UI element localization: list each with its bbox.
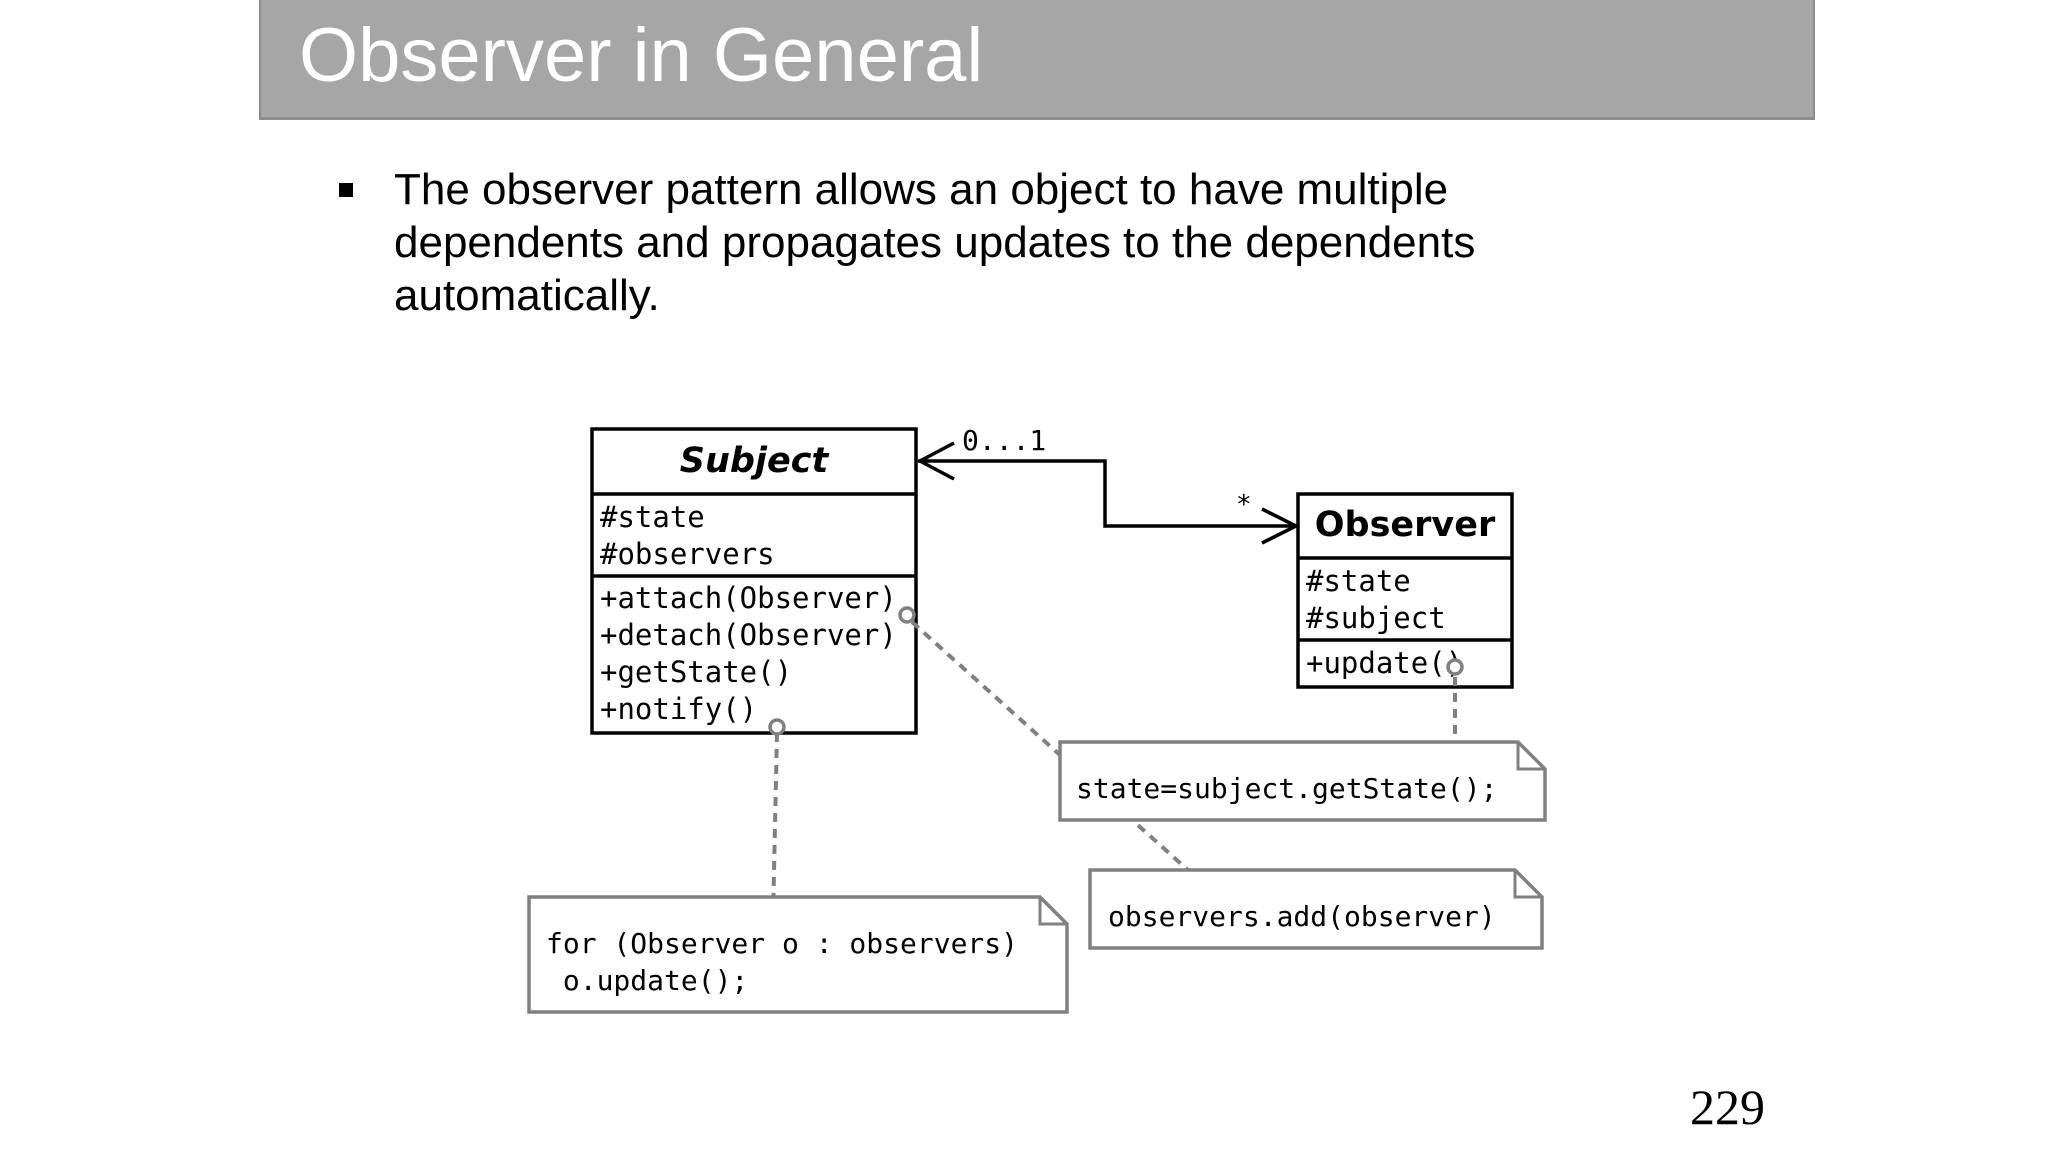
association-line (916, 441, 1300, 545)
page-number: 229 (1690, 1079, 1765, 1135)
observer-attr-subject: #subject (1306, 601, 1446, 635)
bullet-marker (339, 183, 353, 197)
attach-note: observers.add(observer) (1088, 868, 1544, 950)
notify-note-line-2: o.update(); (546, 964, 748, 997)
slide-title: Observer in General (299, 13, 984, 98)
observer-attr-state: #state (1306, 564, 1411, 598)
observer-multiplicity: * (1236, 490, 1252, 520)
observer-op-update: +update() (1306, 646, 1463, 680)
notify-note: for (Observer o : observers) o.update(); (527, 895, 1069, 1014)
observer-class: Observer #state #subject +update() (1296, 492, 1514, 689)
subject-class-name: Subject (680, 441, 830, 481)
update-note: state=subject.getState(); (1058, 740, 1547, 822)
bullet-text: The observer pattern allows an object to… (394, 165, 1476, 320)
observer-class-name: Observer (1315, 505, 1496, 545)
subject-attr-state: #state (600, 500, 705, 534)
attach-anchor (898, 606, 916, 624)
update-note-text: state=subject.getState(); (1076, 772, 1497, 805)
subject-op-detach: +detach(Observer) (600, 618, 897, 652)
subject-op-notify: +notify() (600, 692, 757, 726)
subject-attr-observers: #observers (600, 537, 775, 571)
attach-note-text: observers.add(observer) (1108, 900, 1496, 933)
subject-multiplicity: 0...1 (962, 424, 1046, 457)
notify-note-line-1: for (Observer o : observers) (546, 927, 1018, 960)
title-bar: Observer in General (259, 0, 1815, 120)
subject-op-attach: +attach(Observer) (600, 581, 897, 615)
subject-op-getstate: +getState() (600, 655, 792, 689)
update-anchor (1446, 658, 1464, 676)
notify-anchor (768, 718, 786, 736)
subject-class: Subject #state #observers +attach(Observ… (590, 427, 918, 735)
